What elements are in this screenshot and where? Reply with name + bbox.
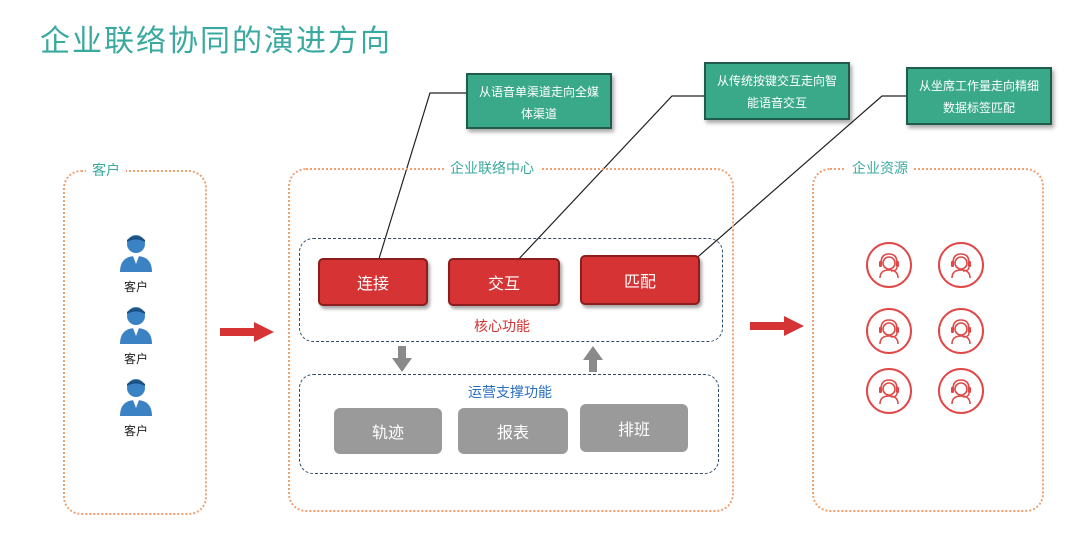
agent-3 — [866, 308, 912, 354]
enterprise-resource-label: 企业资源 — [846, 160, 914, 178]
agent-headset-icon — [879, 379, 899, 405]
report-button[interactable]: 报表 — [458, 408, 568, 454]
connector-line-match — [691, 95, 906, 263]
agent-4 — [938, 308, 984, 354]
page-title: 企业联络协同的演进方向 — [40, 24, 392, 59]
note-data-tag: 从坐席工作量走向精细数据标签匹配 — [906, 67, 1052, 125]
agent-headset-icon — [951, 319, 971, 345]
note-omnichannel-text: 从语音单渠道走向全媒体渠道 — [478, 85, 599, 121]
core-function-label: 核心功能 — [474, 319, 530, 335]
customer-panel-label: 客户 — [86, 162, 126, 180]
customer-label: 客户 — [123, 280, 148, 294]
customer-2: 客户 — [106, 304, 166, 366]
customer-panel — [63, 170, 207, 515]
interact-button[interactable]: 交互 — [448, 258, 560, 306]
connector-line-connect — [377, 92, 466, 263]
person-icon — [120, 379, 152, 416]
person-icon — [120, 307, 152, 344]
contact-center-label: 企业联络中心 — [444, 160, 540, 178]
trajectory-button[interactable]: 轨迹 — [334, 408, 442, 454]
note-smart-voice: 从传统按键交互走向智能语音交互 — [704, 62, 850, 120]
arrow-down-icon — [392, 346, 412, 372]
enterprise-resource-panel — [812, 168, 1044, 512]
note-smart-voice-text: 从传统按键交互走向智能语音交互 — [716, 74, 837, 110]
customer-label: 客户 — [123, 352, 148, 366]
flow-arrow-right-icon — [750, 316, 804, 336]
flow-arrow-right-icon — [220, 322, 274, 342]
agent-5 — [866, 368, 912, 414]
agent-headset-icon — [951, 253, 971, 279]
arrow-up-icon — [583, 346, 603, 372]
person-icon — [120, 235, 152, 272]
ops-support-group — [299, 374, 719, 474]
core-function-group — [299, 238, 723, 342]
agent-headset-icon — [951, 379, 971, 405]
agent-2 — [938, 242, 984, 288]
match-button[interactable]: 匹配 — [580, 255, 700, 305]
customer-label: 客户 — [123, 424, 148, 438]
connector-line-interact — [515, 95, 704, 263]
agent-6 — [938, 368, 984, 414]
ops-support-label: 运营支撑功能 — [468, 385, 552, 401]
note-data-tag-text: 从坐席工作量走向精细数据标签匹配 — [918, 79, 1039, 115]
connect-button[interactable]: 连接 — [318, 258, 428, 306]
agent-headset-icon — [879, 319, 899, 345]
agent-1 — [866, 242, 912, 288]
note-omnichannel: 从语音单渠道走向全媒体渠道 — [466, 73, 612, 129]
agent-headset-icon — [879, 253, 899, 279]
schedule-button[interactable]: 排班 — [580, 404, 688, 452]
customer-3: 客户 — [106, 376, 166, 438]
customer-1: 客户 — [106, 232, 166, 294]
